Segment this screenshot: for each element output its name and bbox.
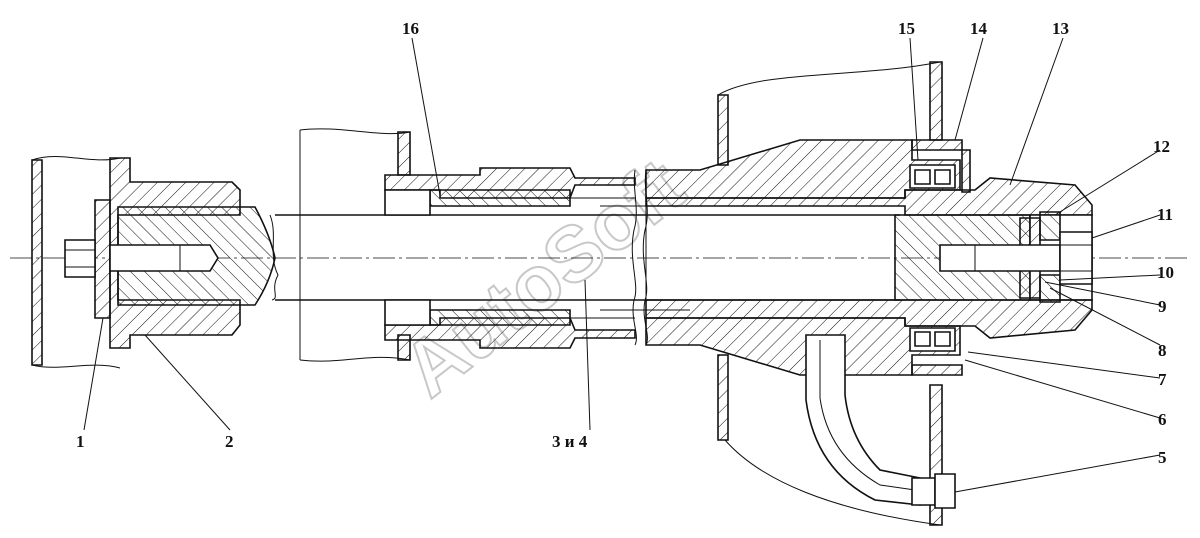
callout-7: 7 bbox=[1158, 370, 1167, 389]
callout-14: 14 bbox=[970, 19, 988, 38]
callout-16: 16 bbox=[402, 19, 419, 38]
callout-15: 15 bbox=[898, 19, 915, 38]
callout-2: 2 bbox=[225, 432, 234, 451]
callout-11: 11 bbox=[1157, 205, 1173, 224]
callout-6: 6 bbox=[1158, 410, 1167, 429]
left-flange-group bbox=[31, 155, 276, 369]
callout-12: 12 bbox=[1153, 137, 1170, 156]
callout-13: 13 bbox=[1052, 19, 1069, 38]
callout-5: 5 bbox=[1158, 448, 1167, 467]
right-housing-group bbox=[645, 61, 1093, 526]
leader-lines bbox=[83, 37, 1161, 493]
callout-1: 1 bbox=[76, 432, 85, 451]
callout-3-and-4: 3 и 4 bbox=[552, 432, 588, 451]
callout-8: 8 bbox=[1158, 341, 1167, 360]
callout-9: 9 bbox=[1158, 297, 1167, 316]
callout-10: 10 bbox=[1157, 263, 1174, 282]
